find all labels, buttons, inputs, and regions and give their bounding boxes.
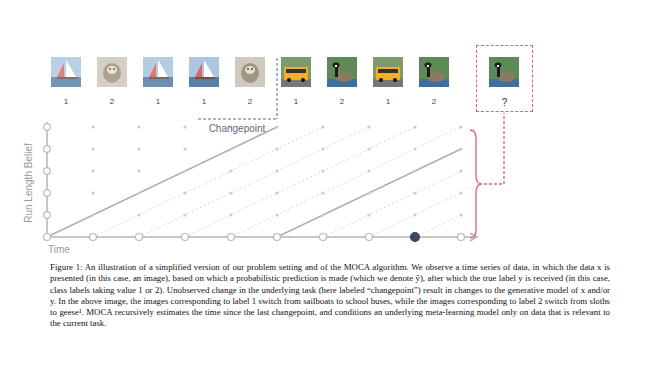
grid-dot (275, 213, 278, 216)
grid-dot (229, 169, 232, 172)
class-label: 2 (248, 97, 252, 106)
time-step (274, 234, 281, 241)
time-step (411, 233, 420, 242)
grid-dot (367, 125, 370, 128)
grid-dot (183, 147, 186, 150)
class-label: 1 (386, 97, 390, 106)
thumbnail-row (51, 57, 519, 87)
run-length-grid (44, 124, 465, 242)
run-length-option (93, 127, 323, 237)
time-step (90, 234, 97, 241)
grid-dot (91, 125, 94, 128)
changepoint-label: Changepoint (209, 123, 266, 134)
grid-dot (275, 147, 278, 150)
grid-dot (459, 191, 462, 194)
grid-dot (183, 213, 186, 216)
grid-dot (367, 191, 370, 194)
grid-dot (321, 125, 324, 128)
axis-marker (44, 146, 51, 153)
grid-dot (321, 147, 324, 150)
class-label: 1 (294, 97, 298, 106)
figure-caption: Figure 1: An illustration of a simplifie… (50, 262, 610, 330)
grid-dot (459, 125, 462, 128)
run-length-option (139, 127, 369, 237)
run-length-path (47, 127, 277, 237)
axis-marker (44, 190, 51, 197)
run-length-option (231, 127, 461, 237)
grid-dot (91, 213, 94, 216)
chart-axes (47, 122, 477, 241)
grid-dot (183, 191, 186, 194)
run-length-option (323, 171, 461, 237)
axis-marker (44, 212, 51, 219)
grid-dot (137, 213, 140, 216)
brace (470, 113, 504, 238)
class-label: 2 (340, 97, 344, 106)
grid-dot (91, 147, 94, 150)
time-step (228, 234, 235, 241)
class-label: 1 (64, 97, 68, 106)
grid-dot (321, 213, 324, 216)
class-label: 2 (110, 97, 114, 106)
query-label: ? (477, 97, 532, 108)
time-step (136, 234, 143, 241)
grid-dot (183, 169, 186, 172)
time-step (44, 234, 51, 241)
grid-dot (275, 125, 278, 128)
grid-dot (91, 169, 94, 172)
class-label: 1 (156, 97, 160, 106)
run-length-option (369, 193, 461, 237)
grid-dot (275, 191, 278, 194)
axis-marker (44, 168, 51, 175)
grid-dot (413, 125, 416, 128)
grid-dot (229, 191, 232, 194)
grid-dot (229, 213, 232, 216)
grid-dot (413, 147, 416, 150)
grid-dot (413, 213, 416, 216)
grid-dot (321, 169, 324, 172)
grid-dot (413, 169, 416, 172)
grid-dot (183, 125, 186, 128)
run-length-path (277, 149, 461, 237)
grid-dot (137, 147, 140, 150)
grid-dot (459, 147, 462, 150)
class-label: 2 (432, 97, 436, 106)
time-step (182, 234, 189, 241)
time-step (320, 234, 327, 241)
grid-dot (367, 169, 370, 172)
grid-dot (459, 169, 462, 172)
axis-marker (44, 124, 51, 131)
axis-title: Run Length Belief (23, 143, 34, 223)
grid-dot (137, 169, 140, 172)
grid-dot (91, 191, 94, 194)
run-length-option (185, 127, 415, 237)
class-label: 1 (202, 97, 206, 106)
time-step (458, 234, 465, 241)
run-length-option (415, 215, 461, 237)
grid-dot (321, 191, 324, 194)
grid-dot (137, 191, 140, 194)
grid-dot (137, 125, 140, 128)
grid-dot (367, 213, 370, 216)
grid-dot (459, 213, 462, 216)
time-step (366, 234, 373, 241)
grid-dot (229, 147, 232, 150)
changepoint-marker (198, 58, 277, 119)
grid-dot (413, 191, 416, 194)
grid-dot (367, 147, 370, 150)
query-box: ? (476, 45, 533, 112)
grid-dot (275, 169, 278, 172)
axis-title: Time (48, 244, 70, 255)
